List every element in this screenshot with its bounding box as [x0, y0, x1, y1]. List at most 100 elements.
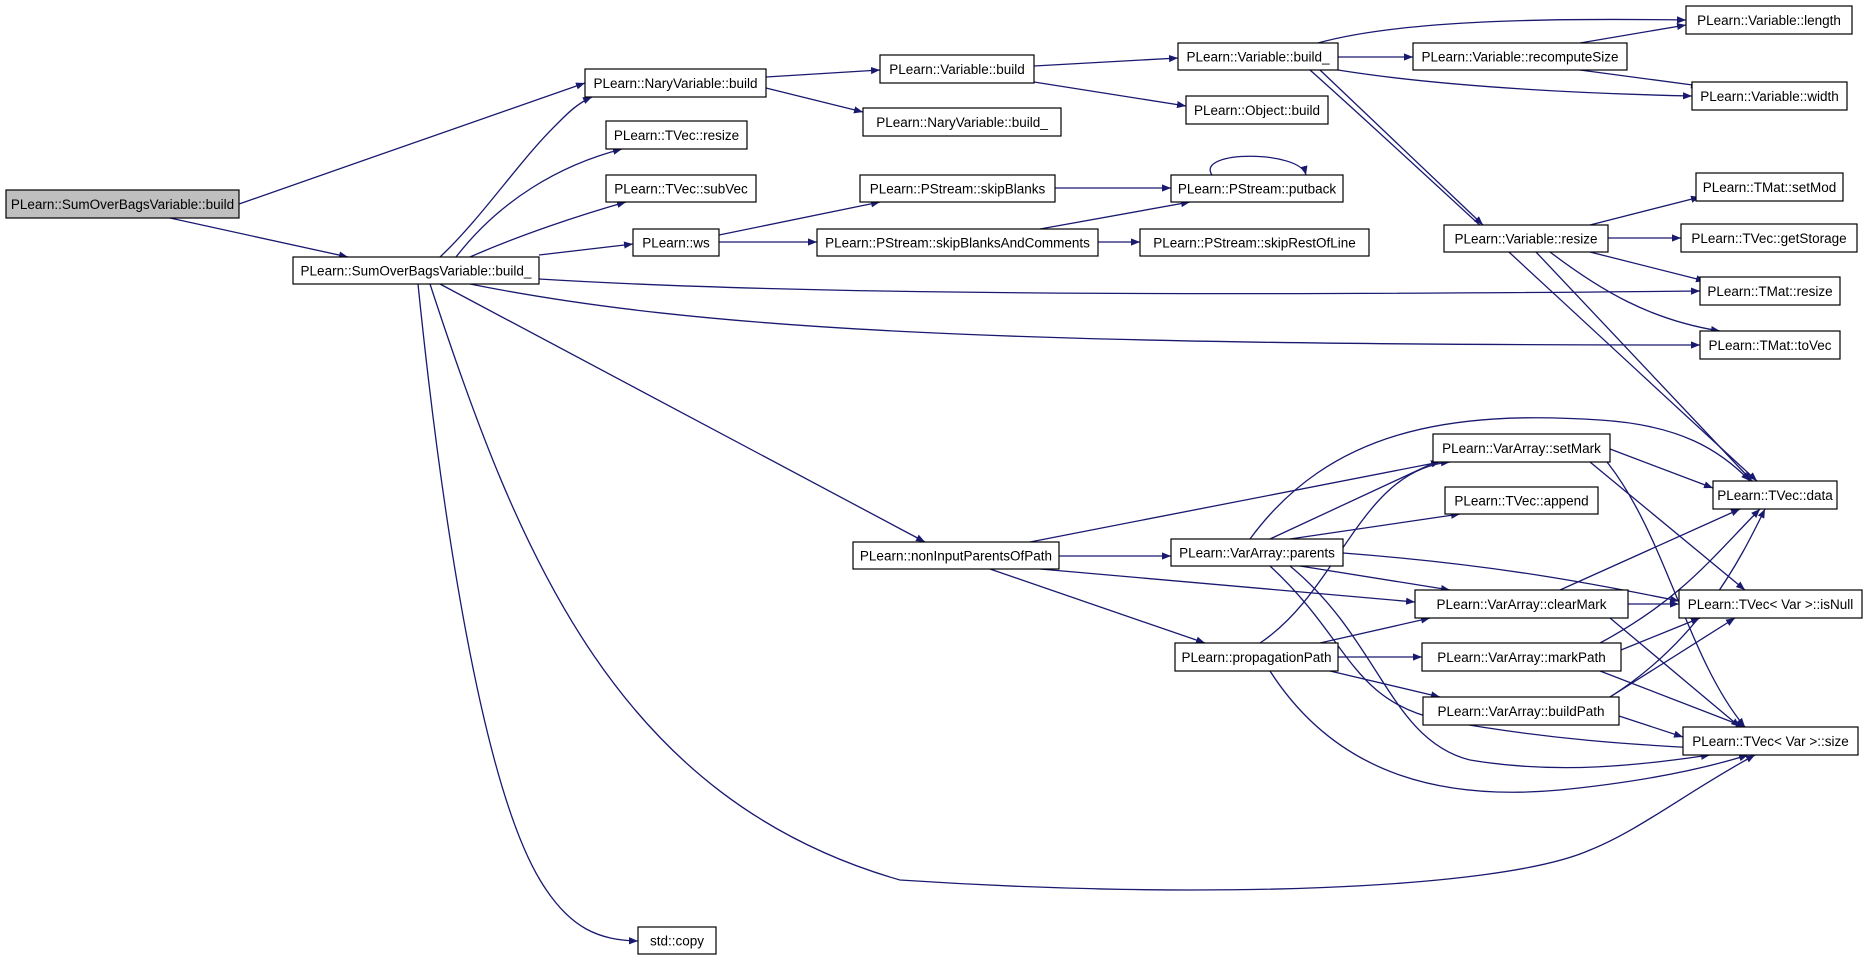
node-parents[interactable]: PLearn::VarArray::parents	[1170, 538, 1344, 567]
call-edge-vbuild_-to-vresize	[1319, 69, 1484, 226]
node-label: PLearn::propagationPath	[1181, 650, 1331, 665]
node-label: PLearn::TVec::append	[1454, 494, 1588, 509]
node-vbuild_[interactable]: PLearn::Variable::build_	[1177, 42, 1339, 71]
node-box	[605, 174, 757, 203]
call-edge-markpath-to-isnull	[1620, 617, 1701, 651]
node-proppath[interactable]: PLearn::propagationPath	[1174, 642, 1339, 672]
node-label: PLearn::SumOverBagsVariable::build	[11, 197, 234, 212]
node-box	[1680, 223, 1858, 253]
node-vbuild[interactable]: PLearn::Variable::build	[879, 54, 1035, 84]
node-recompute[interactable]: PLearn::Variable::recomputeSize	[1412, 42, 1628, 71]
node-skipblanks[interactable]: PLearn::PStream::skipBlanks	[859, 174, 1056, 203]
node-length[interactable]: PLearn::Variable::length	[1685, 5, 1853, 35]
call-edge-vresize-to-setmod	[1589, 195, 1701, 226]
node-box	[1170, 174, 1344, 203]
node-tvresize[interactable]: PLearn::TVec::resize	[605, 120, 748, 150]
node-box	[1678, 589, 1863, 619]
node-label: PLearn::Object::build	[1194, 103, 1320, 118]
call-edge-parents-to-clearmark	[1299, 565, 1451, 593]
node-label: PLearn::nonInputParentsOfPath	[860, 549, 1052, 564]
node-box	[637, 926, 717, 955]
node-root[interactable]: PLearn::SumOverBagsVariable::build	[5, 189, 240, 219]
node-label: PLearn::NaryVariable::build	[593, 76, 757, 91]
node-box	[1421, 642, 1622, 672]
node-label: PLearn::PStream::putback	[1178, 182, 1337, 197]
node-ws[interactable]: PLearn::ws	[632, 228, 720, 257]
call-edge-markpath-to-vsize	[1599, 670, 1746, 728]
call-edge-vbuild_-to-length	[1317, 16, 1687, 44]
node-box	[1170, 538, 1344, 567]
node-label: PLearn::TVec::data	[1717, 488, 1833, 503]
node-tvdata[interactable]: PLearn::TVec::data	[1712, 480, 1838, 510]
call-edge-b_-to-tvresize	[455, 147, 623, 258]
node-label: PLearn::Variable::recomputeSize	[1421, 50, 1618, 65]
call-edge-parents-to-isnull	[1342, 552, 1680, 603]
node-box	[584, 68, 767, 98]
node-label: PLearn::TMat::setMod	[1703, 180, 1837, 195]
call-edge-root-to-nvb	[238, 82, 586, 205]
call-edge-b_-to-ws	[538, 241, 634, 256]
call-edge-proppath-to-setmark	[1259, 459, 1451, 644]
call-edge-proppath-to-clearmark	[1319, 616, 1431, 644]
call-edge-nvb-to-vbuild	[765, 66, 881, 78]
node-getstorage[interactable]: PLearn::TVec::getStorage	[1680, 223, 1858, 253]
node-box	[1699, 276, 1841, 306]
call-edge-sbac-to-putback	[1039, 200, 1191, 230]
node-label: PLearn::SumOverBagsVariable::build_	[301, 264, 532, 279]
node-box	[632, 228, 720, 257]
node-label: PLearn::VarArray::parents	[1179, 546, 1335, 561]
node-setmod[interactable]: PLearn::TMat::setMod	[1695, 172, 1844, 202]
call-edge-clearmark-to-tvdata	[1559, 508, 1741, 591]
node-label: PLearn::TMat::toVec	[1708, 338, 1831, 353]
node-label: std::copy	[650, 934, 704, 949]
node-vresize[interactable]: PLearn::Variable::resize	[1443, 224, 1609, 253]
node-subvec[interactable]: PLearn::TVec::subVec	[605, 174, 757, 203]
node-obuild[interactable]: PLearn::Object::build	[1185, 95, 1329, 125]
node-label: PLearn::TVec::getStorage	[1691, 231, 1846, 246]
node-buildpath[interactable]: PLearn::VarArray::buildPath	[1422, 696, 1620, 726]
node-putback[interactable]: PLearn::PStream::putback	[1170, 174, 1344, 203]
node-label: PLearn::NaryVariable::build_	[876, 115, 1048, 130]
call-edge-proppath-to-buildpath	[1329, 670, 1441, 699]
node-append[interactable]: PLearn::TVec::append	[1444, 486, 1599, 515]
call-edge-buildpath-to-vsize	[1618, 715, 1684, 738]
node-tovec[interactable]: PLearn::TMat::toVec	[1699, 330, 1841, 360]
node-nvb_[interactable]: PLearn::NaryVariable::build_	[862, 107, 1062, 137]
node-isnull[interactable]: PLearn::TVec< Var >::isNull	[1678, 589, 1863, 619]
node-b_[interactable]: PLearn::SumOverBagsVariable::build_	[292, 256, 540, 285]
node-tmresize[interactable]: PLearn::TMat::resize	[1699, 276, 1841, 306]
node-vsize[interactable]: PLearn::TVec< Var >::size	[1682, 726, 1859, 756]
call-edge-nipp-to-clearmark	[1039, 568, 1416, 605]
node-srol[interactable]: PLearn::PStream::skipRestOfLine	[1139, 228, 1370, 257]
node-label: PLearn::VarArray::setMark	[1442, 441, 1601, 456]
node-setmark[interactable]: PLearn::VarArray::setMark	[1432, 433, 1611, 463]
node-box	[1685, 5, 1853, 35]
call-edge-recompute-to-length	[1579, 22, 1687, 44]
node-box	[1432, 433, 1611, 463]
node-nipp[interactable]: PLearn::nonInputParentsOfPath	[852, 541, 1060, 570]
node-box	[1174, 642, 1339, 672]
node-box	[816, 228, 1099, 257]
node-box	[5, 189, 240, 219]
node-box	[859, 174, 1056, 203]
call-edge-clearmark-to-vsize	[1609, 617, 1741, 728]
call-edge-b_-to-tovec	[469, 283, 1701, 349]
node-label: PLearn::TVec< Var >::size	[1692, 734, 1849, 749]
call-edge-b_-to-vsize	[429, 283, 1756, 891]
node-clearmark[interactable]: PLearn::VarArray::clearMark	[1414, 589, 1629, 619]
node-nvb[interactable]: PLearn::NaryVariable::build	[584, 68, 767, 98]
call-edge-putback-to-putback	[1209, 155, 1308, 176]
node-markpath[interactable]: PLearn::VarArray::markPath	[1421, 642, 1622, 672]
node-sbac[interactable]: PLearn::PStream::skipBlanksAndComments	[816, 228, 1099, 257]
node-label: PLearn::Variable::length	[1697, 13, 1841, 28]
call-edge-setmark-to-isnull	[1589, 461, 1746, 591]
call-nodes: PLearn::SumOverBagsVariable::buildPLearn…	[5, 5, 1863, 955]
call-edge-vresize-to-tmresize	[1589, 251, 1706, 283]
node-copy[interactable]: std::copy	[637, 926, 717, 955]
node-width[interactable]: PLearn::Variable::width	[1691, 81, 1848, 111]
node-box	[1712, 480, 1838, 510]
node-box	[1691, 81, 1848, 111]
node-label: PLearn::Variable::build	[889, 62, 1025, 77]
node-box	[1422, 696, 1620, 726]
